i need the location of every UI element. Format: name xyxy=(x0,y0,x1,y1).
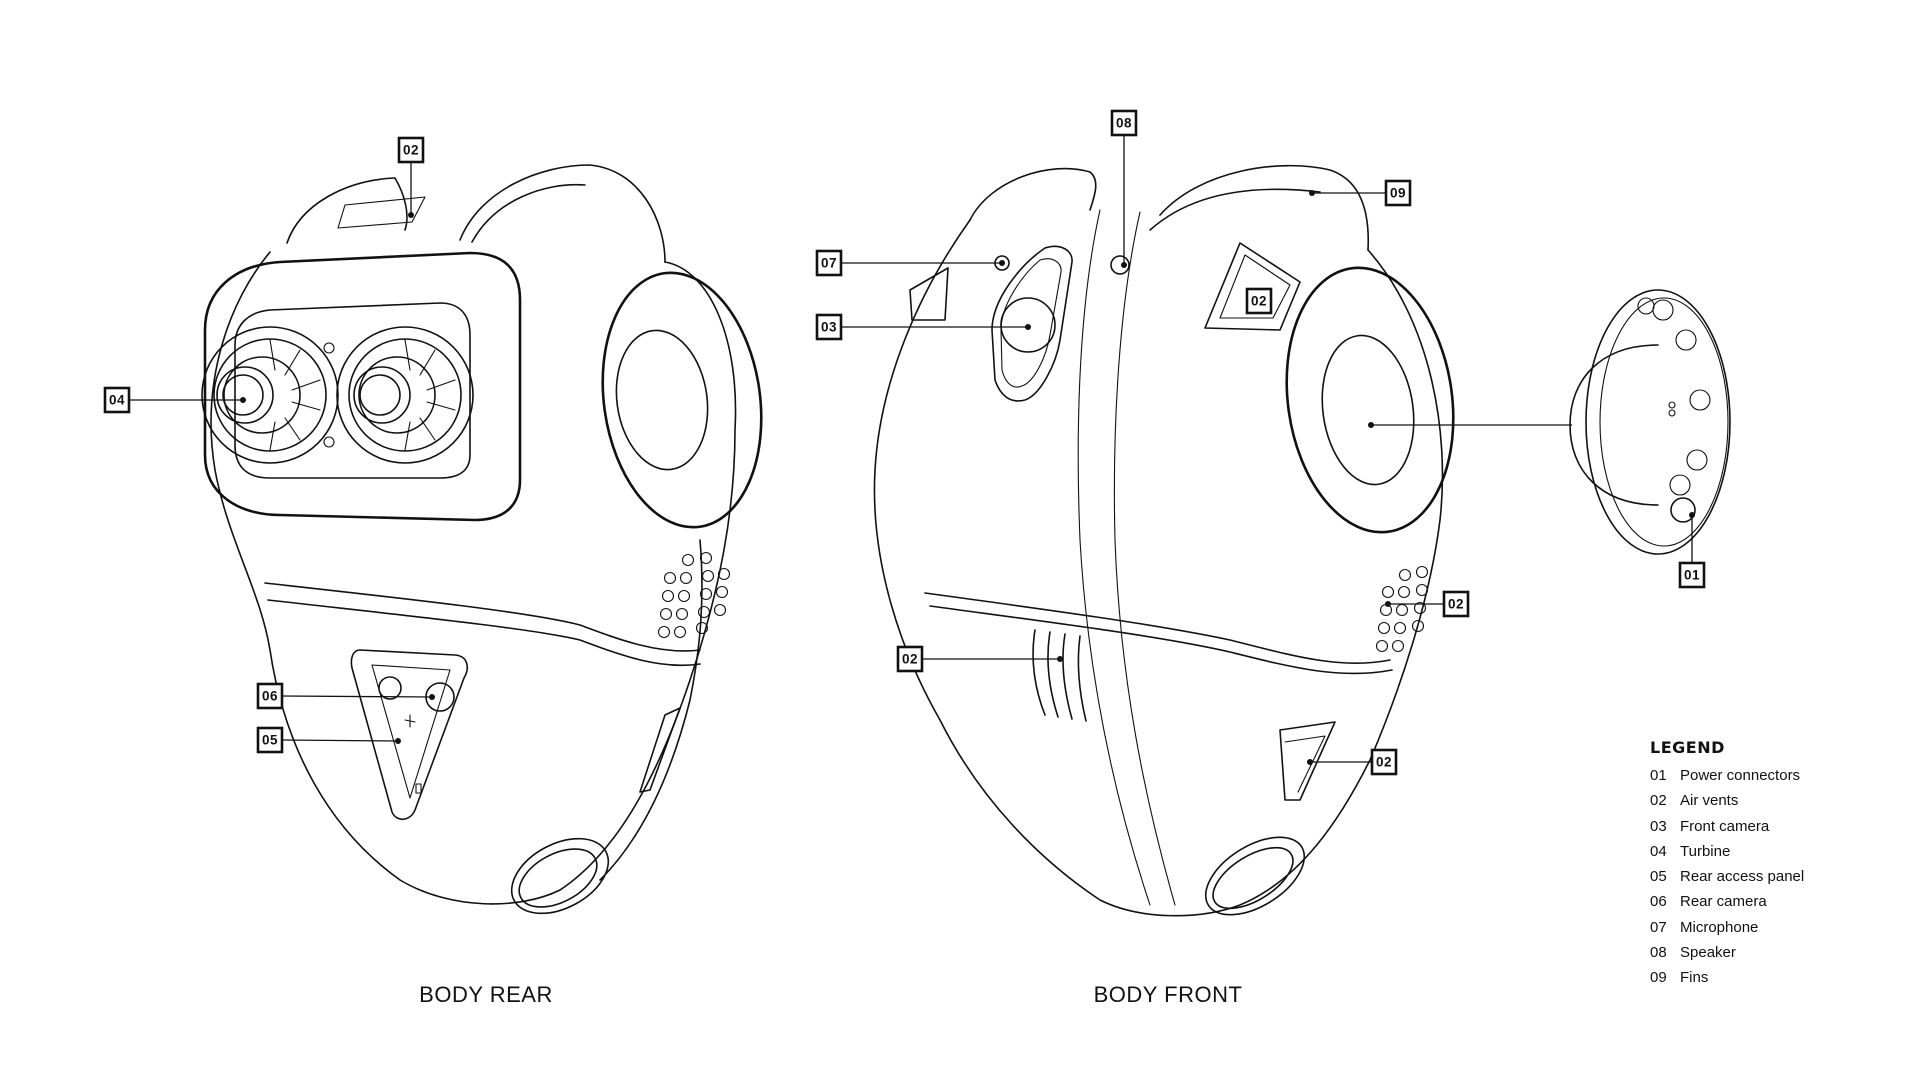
legend-item-label: Turbine xyxy=(1680,842,1731,860)
svg-text:08: 08 xyxy=(1116,116,1132,131)
body-rear-illustration xyxy=(201,164,763,915)
legend-item: 03 Front camera xyxy=(1650,814,1880,839)
legend: LEGEND 01 Power connectors 02 Air vents 03… xyxy=(1650,738,1880,991)
callout-front-speaker: 08 xyxy=(1110,109,1138,268)
legend-item-label: Fins xyxy=(1680,969,1709,987)
legend-list: 01 Power connectors 02 Air vents 03 Front c… xyxy=(1650,763,1880,991)
callout-rear-air-vents: 02 xyxy=(397,136,425,218)
legend-item: 07 Microphone xyxy=(1650,915,1880,940)
legend-item-label: Microphone xyxy=(1680,918,1759,936)
legend-item-number: 04 xyxy=(1650,842,1667,860)
legend-item-label: Front camera xyxy=(1680,817,1770,835)
legend-item-number: 09 xyxy=(1650,969,1667,987)
legend-item-number: 07 xyxy=(1650,918,1667,936)
callout-rear-access-panel: 05 xyxy=(256,726,401,754)
svg-text:03: 03 xyxy=(821,320,837,335)
power-connector-illustration xyxy=(1569,289,1731,555)
legend-item-label: Rear access panel xyxy=(1680,868,1805,886)
callout-front-air-vents-side: 02 xyxy=(1385,590,1470,618)
rear-turbine-left xyxy=(201,326,339,464)
callout-power-connectors: 01 xyxy=(1368,422,1706,589)
callout-front-air-vents-lower: 02 xyxy=(896,645,1063,673)
callout-rear-turbine: 04 xyxy=(103,386,246,414)
callout-front-air-vents-bottom-side: 02 xyxy=(1307,748,1398,776)
legend-item-label: Speaker xyxy=(1680,944,1736,962)
legend-title: LEGEND xyxy=(1650,738,1725,757)
legend-item: 09 Fins xyxy=(1650,965,1880,990)
legend-item-number: 03 xyxy=(1650,817,1667,835)
legend-item: 02 Air vents xyxy=(1650,788,1880,813)
front-camera-housing xyxy=(991,245,1073,402)
legend-item: 04 Turbine xyxy=(1650,839,1880,864)
legend-item-number: 02 xyxy=(1650,792,1667,810)
front-side-vent-holes xyxy=(1375,565,1429,653)
svg-text:05: 05 xyxy=(262,733,278,748)
legend-item: 05 Rear access panel xyxy=(1650,864,1880,889)
svg-text:04: 04 xyxy=(109,393,125,408)
body-front-illustration xyxy=(873,164,1455,917)
svg-text:07: 07 xyxy=(821,256,837,271)
svg-text:09: 09 xyxy=(1390,186,1406,201)
legend-item-number: 01 xyxy=(1650,767,1667,784)
rear-turbine-right xyxy=(336,326,474,464)
callout-front-camera: 03 xyxy=(815,313,1031,341)
caption-body-front: BODY FRONT xyxy=(1094,982,1243,1007)
svg-text:01: 01 xyxy=(1684,568,1700,583)
legend-item: 08 Speaker xyxy=(1650,940,1880,965)
svg-text:02: 02 xyxy=(902,652,918,667)
svg-text:06: 06 xyxy=(262,689,278,704)
svg-text:02: 02 xyxy=(1448,597,1464,612)
svg-text:02: 02 xyxy=(1251,294,1267,309)
legend-item-number: 06 xyxy=(1650,893,1667,911)
legend-item-label: Power connectors xyxy=(1680,767,1801,784)
rear-side-vent-holes xyxy=(657,551,731,639)
caption-body-rear: BODY REAR xyxy=(419,982,553,1007)
callout-rear-camera: 06 xyxy=(256,682,435,710)
callout-front-air-vents-upper: 02 xyxy=(1245,287,1273,315)
legend-item: 06 Rear camera xyxy=(1650,889,1880,914)
legend-item-label: Rear camera xyxy=(1680,893,1767,911)
legend-item: 01 Power connectors xyxy=(1650,763,1880,788)
legend-item-label: Air vents xyxy=(1680,792,1739,810)
legend-item-number: 08 xyxy=(1650,944,1667,962)
svg-text:02: 02 xyxy=(403,143,419,158)
svg-text:02: 02 xyxy=(1376,755,1392,770)
legend-item-number: 05 xyxy=(1650,868,1667,886)
callout-front-fins: 09 xyxy=(1309,179,1412,207)
callout-front-microphone: 07 xyxy=(815,249,1005,277)
rear-access-panel xyxy=(350,649,469,821)
